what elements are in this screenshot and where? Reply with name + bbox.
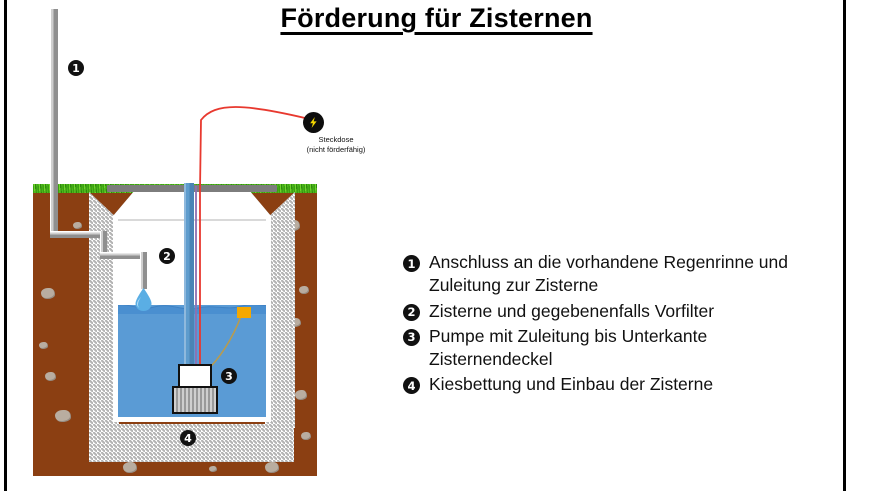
pump-housing-top: [178, 364, 212, 388]
soil-stone: [45, 372, 56, 381]
float-switch: [237, 307, 251, 318]
soil-stone: [301, 432, 311, 440]
legend-marker-4: 4: [403, 377, 420, 395]
cistern-diagram: 1 2 3 4: [33, 0, 317, 480]
soil-stone: [299, 286, 309, 294]
lightning-bolt-icon: [310, 117, 317, 128]
soil-stone: [295, 390, 307, 400]
soil-stone: [209, 466, 217, 472]
socket-label-line2: (nicht förderfähig): [306, 145, 366, 155]
legend-list: 1 Anschluss an die vorhandene Regenrinne…: [403, 251, 823, 399]
legend-text-4: Kiesbettung und Einbau der Zisterne: [429, 374, 714, 395]
legend-item: 2 Zisterne und gegebenenfalls Vorfilter: [403, 300, 823, 323]
frame-border-right: [843, 0, 846, 491]
legend-text-3: Pumpe mit Zuleitung bis Unterkante Ziste…: [429, 325, 708, 370]
socket-label-line1: Steckdose: [318, 135, 354, 144]
downpipe-horizontal-2: [100, 252, 147, 259]
power-socket-icon: [303, 112, 324, 133]
legend-item: 1 Anschluss an die vorhandene Regenrinne…: [403, 251, 823, 298]
downpipe-horizontal-1: [50, 231, 107, 238]
pump-housing-bottom: [172, 386, 218, 414]
soil-stone: [73, 222, 82, 229]
soil-stone: [41, 288, 55, 299]
soil-stone: [55, 410, 71, 422]
legend-marker-3: 3: [403, 328, 420, 346]
legend-text-2: Zisterne und gegebenenfalls Vorfilter: [429, 300, 715, 321]
downpipe-vertical-2: [100, 231, 107, 259]
diagram-marker-3: 3: [221, 368, 237, 384]
diagram-marker-2: 2: [159, 248, 175, 264]
pump-riser-pipe: [184, 183, 194, 377]
downpipe-outlet: [140, 252, 147, 289]
legend-marker-1: 1: [403, 255, 420, 272]
soil-stone: [265, 462, 279, 473]
soil-stone: [123, 462, 137, 473]
diagram-marker-1: 1: [68, 60, 84, 76]
socket-label: Steckdose (nicht förderfähig): [281, 135, 391, 155]
legend-item: 4 Kiesbettung und Einbau der Zisterne: [403, 373, 823, 396]
legend-marker-2: 2: [403, 303, 420, 321]
water-drop-icon: [135, 288, 152, 311]
downpipe-vertical: [50, 9, 58, 231]
legend-item: 3 Pumpe mit Zuleitung bis Unterkante Zis…: [403, 325, 823, 372]
frame-border-left: [4, 0, 7, 491]
legend-text-1: Anschluss an die vorhandene Regenrinne u…: [429, 252, 789, 296]
page-title: Förderung für Zisternen: [280, 3, 593, 33]
diagram-marker-4: 4: [180, 430, 196, 446]
soil-stone: [39, 342, 48, 349]
